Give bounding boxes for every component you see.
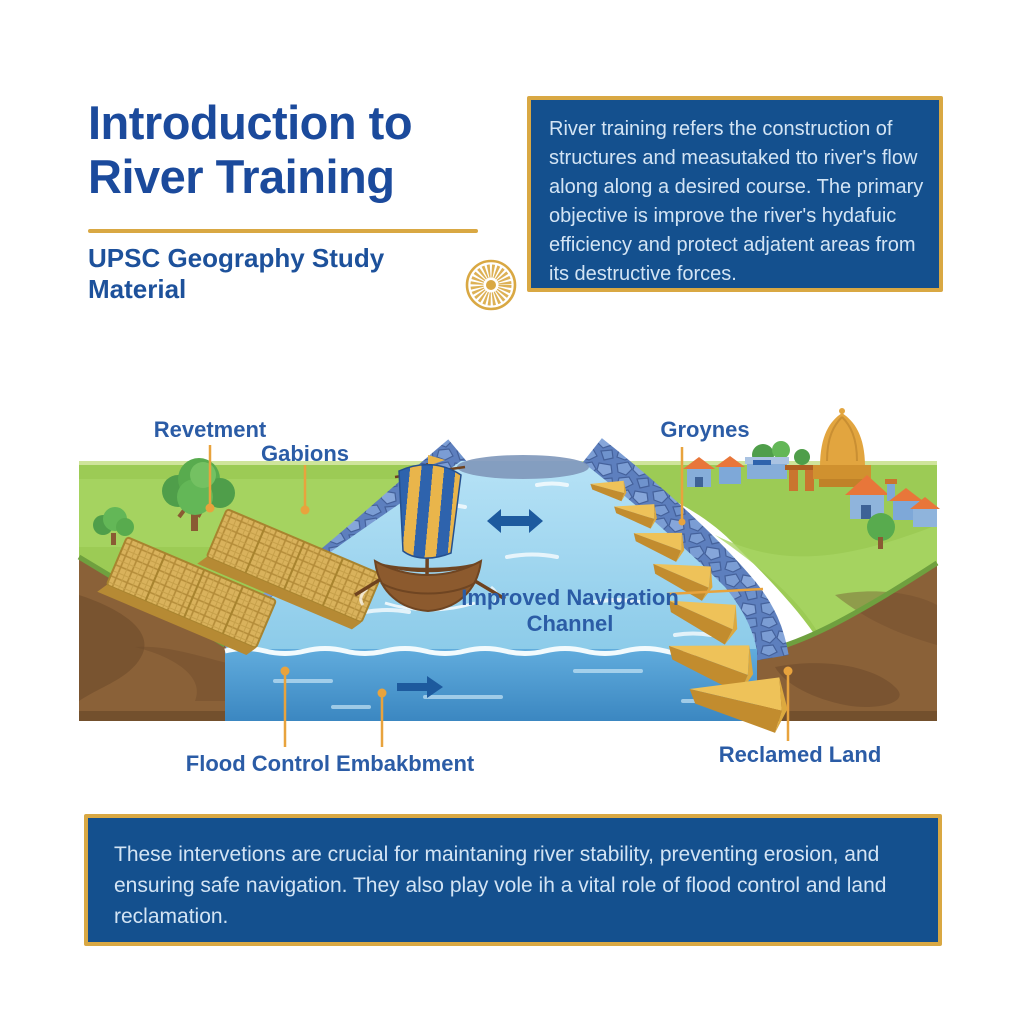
gabion-mattress-2 [197,508,382,630]
river-training-diagram: Revetment Gabions Groynes Improved Navig… [77,408,940,776]
tree-bush [93,507,134,545]
earth-cross-section-right [756,560,939,721]
page-title-line2: River Training [88,149,395,203]
boat-hull [373,559,483,613]
gabion-mattress-1 [97,536,277,656]
label-navigation-channel-line1: Improved Navigation [461,585,679,610]
label-navigation-channel-line2: Channel [527,611,614,636]
summary-text: These intervetions are crucial for maint… [114,843,887,928]
page-title-line1: Introduction to [88,96,413,149]
waterline [224,646,746,656]
label-gabions: Gabions [261,441,349,466]
striped-sail [398,463,462,559]
upstream-shade [457,455,589,479]
intro-text-panel: River training refers the construction o… [527,96,943,292]
sailboat [354,455,506,613]
page-subtitle: UPSC Geography Study Material [88,243,385,304]
gold-divider [88,229,478,233]
grass-highlight-2 [715,525,937,631]
village [683,408,940,549]
intro-text: River training refers the construction o… [549,118,924,285]
label-reclaimed-land: Reclamed Land [719,742,882,767]
two-way-flow-arrow [487,509,543,533]
label-groynes: Groynes [660,417,749,442]
water-cross-section [225,649,757,721]
label-flood-embankment: Flood Control Embakbment [186,751,475,776]
flow-direction-arrow [397,676,443,698]
temple [813,408,871,487]
leader-dots [205,503,793,698]
label-revetment: Revetment [154,417,267,442]
leader-lines [208,445,790,747]
page-title: Introduction to River Training [88,96,508,203]
river-scene [77,408,940,735]
summary-text-panel: These intervetions are crucial for maint… [84,814,942,946]
ashoka-chakra-icon [465,259,517,311]
